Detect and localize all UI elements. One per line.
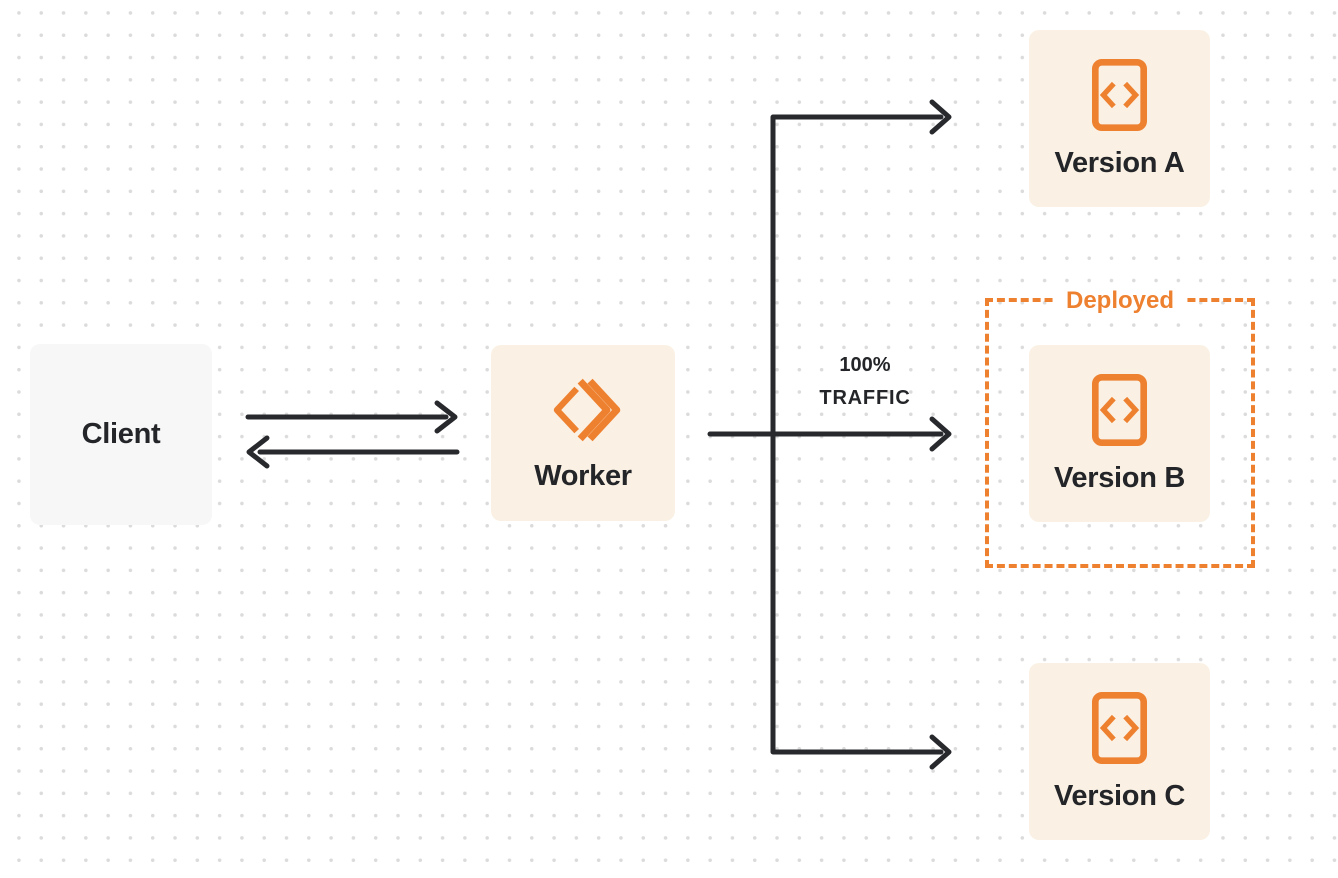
worker-to-client-arrowhead-icon: [246, 435, 270, 469]
worker-to-version-b-arrowhead-icon: [929, 416, 952, 452]
worker-node: Worker: [491, 345, 675, 521]
branch-to-version-a-arrowhead-icon: [929, 99, 952, 135]
code-document-icon: [1091, 373, 1148, 446]
traffic-percent-text: 100%: [839, 354, 891, 376]
version-b-label: Version B: [1053, 461, 1186, 494]
traffic-word-text: TRAFFIC: [819, 387, 911, 409]
version-c-label: Version C: [1053, 779, 1186, 812]
client-node: Client: [30, 344, 212, 525]
version-b-node: Version B: [1029, 345, 1210, 522]
version-a-node: Version A: [1029, 30, 1210, 207]
code-document-icon: [1091, 58, 1148, 131]
version-c-node: Version C: [1029, 663, 1210, 840]
client-to-worker-arrowhead-icon: [434, 400, 458, 434]
traffic-label: 100% TRAFFIC: [780, 349, 950, 415]
client-label: Client: [81, 418, 161, 450]
code-document-icon: [1091, 691, 1148, 764]
deployed-group-outline: Deployed: [985, 284, 1255, 568]
branch-to-version-c-arrowhead-icon: [929, 734, 952, 770]
branch-trunk-line: [770, 114, 944, 755]
worker-label: Worker: [534, 459, 632, 492]
version-a-label: Version A: [1054, 146, 1185, 179]
deployed-label: Deployed: [1052, 284, 1188, 318]
cloudflare-workers-logo-icon: [553, 378, 621, 441]
